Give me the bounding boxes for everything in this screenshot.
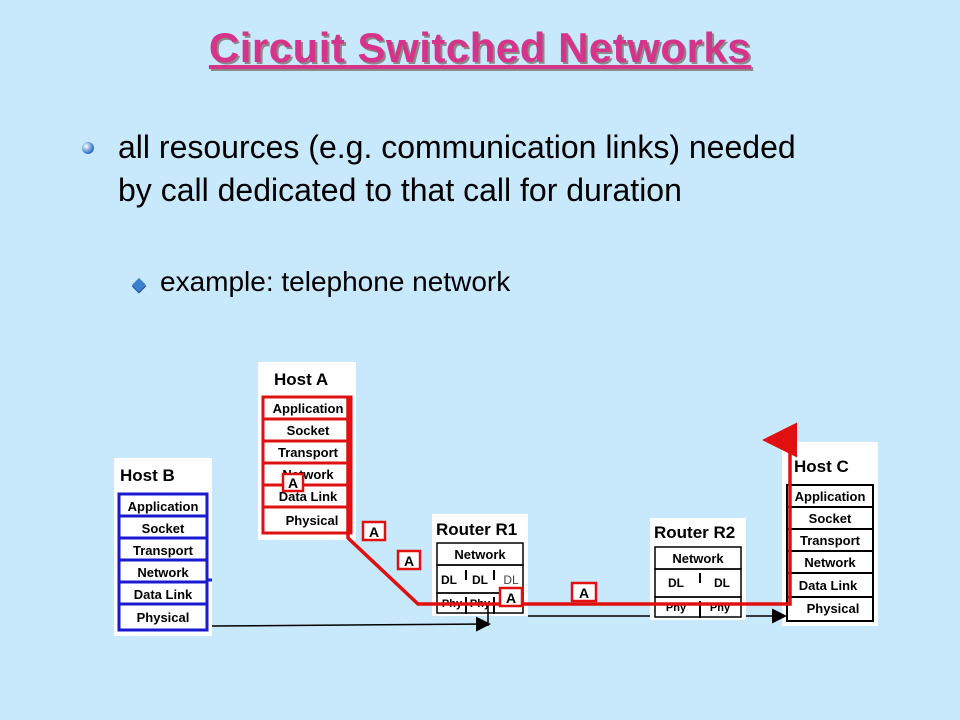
router-r2-title: Router R2 (654, 523, 735, 542)
bullet-point-icon (82, 142, 94, 154)
host-c-title: Host C (794, 457, 849, 476)
host-b: Host B Application Socket Transport Netw… (114, 458, 212, 636)
host-b-layer: Socket (142, 521, 185, 536)
packet-label: A (369, 524, 379, 540)
host-b-layer: Data Link (134, 587, 193, 602)
host-c-layer: Application (795, 489, 866, 504)
host-c-layer: Socket (809, 511, 852, 526)
router-r1-title: Router R1 (436, 520, 517, 539)
host-c-layer: Transport (800, 533, 861, 548)
router-r1-dl: DL (472, 573, 488, 587)
host-b-layer: Application (128, 499, 199, 514)
host-c: Host C Application Socket Transport Netw… (782, 442, 878, 626)
host-b-layer: Transport (133, 543, 194, 558)
bullet-main-text: all resources (e.g. communication links)… (118, 129, 796, 208)
router-r2-dl: DL (714, 576, 730, 590)
circuit-path (346, 396, 797, 606)
router-r2-network: Network (672, 551, 724, 566)
packet-label: A (404, 553, 414, 569)
slide-title: Circuit Switched Networks (208, 24, 752, 71)
router-r2-dl: DL (668, 576, 684, 590)
host-c-layer: Data Link (799, 578, 858, 593)
packet-label: A (506, 590, 516, 606)
host-b-layer: Physical (137, 610, 190, 625)
host-b-title: Host B (120, 466, 175, 485)
host-a-layer: Data Link (279, 489, 338, 504)
packet-a-markers: A A A A A (281, 472, 598, 608)
host-a-title: Host A (274, 370, 328, 389)
router-r1-dl: DL (441, 573, 457, 587)
bullet-sub-text: example: telephone network (160, 266, 511, 297)
host-a: Host A Application Socket Transport Netw… (258, 362, 356, 540)
host-b-layer: Network (137, 565, 189, 580)
host-a-layer: Socket (287, 423, 330, 438)
host-a-layer: Application (273, 401, 344, 416)
packet-label: A (579, 585, 589, 601)
link-hostb-r1 (211, 616, 491, 632)
router-r1-dl: DL (503, 573, 519, 587)
host-c-layer: Network (804, 555, 856, 570)
host-a-layer: Physical (286, 513, 339, 528)
host-a-layer: Transport (278, 445, 339, 460)
host-c-layer: Physical (807, 601, 860, 616)
physical-links (211, 604, 787, 632)
packet-label: A (288, 475, 298, 491)
router-r1-network: Network (454, 547, 506, 562)
